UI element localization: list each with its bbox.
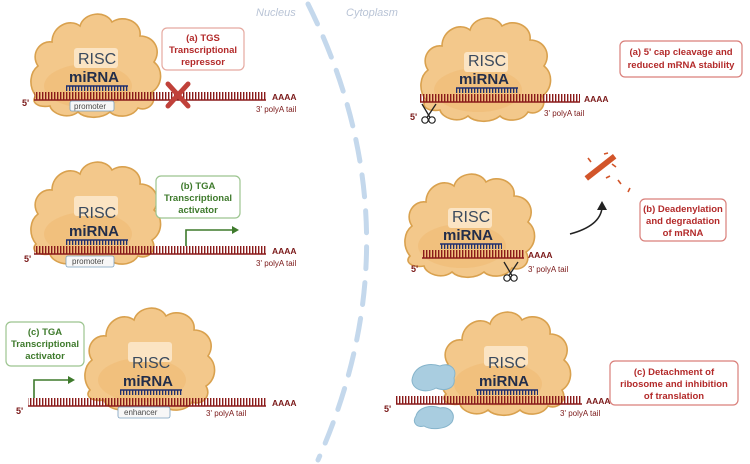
promoter-box xyxy=(65,255,115,268)
polya-aaaa: AAAA xyxy=(586,396,611,406)
tga-c-line2: Transcriptional xyxy=(11,339,79,350)
repression-cross-icon xyxy=(165,81,191,109)
ribosome-detachment-box xyxy=(609,360,739,406)
tgs-line1: (a) TGS xyxy=(186,33,220,44)
cytoplasm-panel-c: RISC miRNA 5' AAAA 3' polyA tail (c) Det… xyxy=(384,311,739,430)
tga-c-line1: (c) TGA xyxy=(28,327,62,338)
polya-aaaa: AAAA xyxy=(272,92,297,102)
five-prime-label: 5' xyxy=(16,406,23,416)
polya-aaaa: AAAA xyxy=(528,250,553,260)
cyto-c-line3: of translation xyxy=(644,391,704,402)
tgs-line2: Transcriptional xyxy=(169,45,237,56)
polya-tail-label: 3' polyA tail xyxy=(256,259,296,268)
tga-c-line3: activator xyxy=(25,351,65,362)
five-prime-label: 5' xyxy=(410,112,417,122)
cyto-b-line1: (b) Deadenylation xyxy=(643,204,723,215)
five-prime-label: 5' xyxy=(22,98,29,108)
mirna-strand xyxy=(120,390,182,395)
promoter-label: promoter xyxy=(74,102,106,111)
mrna-strand xyxy=(422,250,524,258)
mirna-strand xyxy=(476,390,538,395)
activation-arrow-icon xyxy=(33,376,75,398)
tga-b-line3: activator xyxy=(178,205,218,216)
five-prime-label: 5' xyxy=(384,404,391,414)
mirna-label: miRNA xyxy=(443,227,493,244)
cap-cleavage-box xyxy=(619,40,743,78)
polya-aaaa: AAAA xyxy=(272,398,297,408)
polya-tail-label: 3' polyA tail xyxy=(544,109,584,118)
nucleus-panel-a: RISC miRNA promoter 5' AAAA 3' polyA tai… xyxy=(22,13,297,119)
cytoplasm-label: Cytoplasm xyxy=(346,7,398,19)
risc-label: RISC xyxy=(78,205,116,222)
tga-b-line1: (b) TGA xyxy=(181,181,216,192)
compartment-divider xyxy=(305,1,370,463)
mirna-strand xyxy=(440,244,502,249)
cytoplasm-panel-b: RISC miRNA 5' AAAA 3' polyA tail (b) Dea… xyxy=(404,152,727,282)
cyto-a-line1: (a) 5' cap cleavage and xyxy=(629,47,732,58)
promoter-box xyxy=(69,100,115,112)
activation-arrow-icon xyxy=(185,226,239,246)
cyto-c-line2: ribosome and inhibition xyxy=(620,379,728,390)
mirna-label: miRNA xyxy=(459,71,509,88)
degraded-mrna-fragments-icon xyxy=(584,152,631,193)
mirna-label: miRNA xyxy=(69,223,119,240)
cyto-b-line3: of mRNA xyxy=(663,228,704,239)
enhancer-label: enhancer xyxy=(124,408,158,417)
tgs-line3: repressor xyxy=(181,57,225,68)
mirna-label: miRNA xyxy=(123,373,173,390)
cyto-a-line2: reduced mRNA stability xyxy=(628,60,736,71)
polya-tail-label: 3' polyA tail xyxy=(256,105,296,114)
polya-tail-label: 3' polyA tail xyxy=(560,409,600,418)
mirna-strand xyxy=(456,88,518,93)
risc-label: RISC xyxy=(452,209,490,226)
cytoplasm-panel-a: RISC miRNA 5' AAAA 3' polyA tail (a) 5' … xyxy=(410,17,743,124)
cyto-b-line2: and degradation xyxy=(646,216,720,227)
risc-label: RISC xyxy=(78,51,116,68)
polya-tail-label: 3' polyA tail xyxy=(206,409,246,418)
curved-arrow-icon xyxy=(569,201,607,235)
tga-b-line2: Transcriptional xyxy=(164,193,232,204)
polya-aaaa: AAAA xyxy=(272,246,297,256)
five-prime-label: 5' xyxy=(411,264,418,274)
nucleus-panel-c: RISC miRNA enhancer 5' AAAA 3' polyA tai… xyxy=(5,307,297,419)
five-prime-label: 5' xyxy=(24,254,31,264)
mirna-label: miRNA xyxy=(69,69,119,86)
tga-activator-box-c xyxy=(5,321,85,367)
nucleus-panel-b: RISC miRNA promoter 5' AAAA 3' polyA tai… xyxy=(24,161,297,268)
mrna-strand xyxy=(396,396,582,404)
polya-tail-label: 3' polyA tail xyxy=(528,265,568,274)
dna-strand xyxy=(28,398,266,406)
polya-aaaa: AAAA xyxy=(584,94,609,104)
mrna-strand xyxy=(420,94,580,102)
promoter-label: promoter xyxy=(72,257,104,266)
mirna-strand xyxy=(66,240,128,245)
enhancer-box xyxy=(117,406,171,419)
risc-label: RISC xyxy=(468,53,506,70)
dna-strand xyxy=(34,92,266,100)
tga-activator-box-b xyxy=(155,175,241,219)
ribosome-icon xyxy=(411,364,456,430)
mirna-strand xyxy=(66,86,128,91)
tgs-repressor-box xyxy=(161,27,245,71)
mirna-label: miRNA xyxy=(479,373,529,390)
nucleus-label: Nucleus xyxy=(256,7,296,19)
risc-label: RISC xyxy=(488,355,526,372)
risc-label: RISC xyxy=(132,355,170,372)
dna-strand xyxy=(34,246,266,254)
cyto-c-line1: (c) Detachment of xyxy=(634,367,715,378)
deadenylation-box xyxy=(639,198,727,242)
